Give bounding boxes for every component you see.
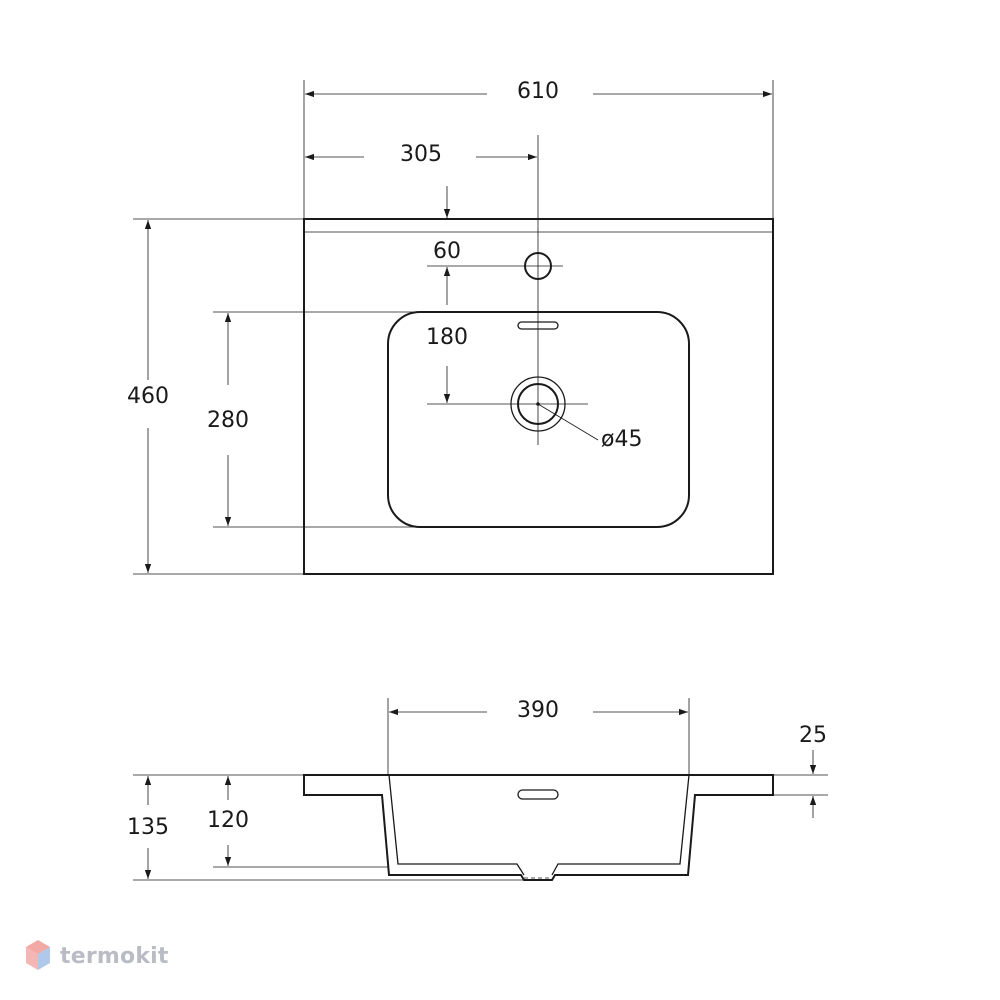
dim-bowl-length: 280	[207, 408, 249, 433]
dim-bowl-width: 390	[517, 698, 559, 723]
dim-center-offset: 305	[400, 142, 442, 167]
dim-drain-offset: 180	[426, 325, 468, 350]
dim-total-width: 610	[517, 79, 559, 104]
dim-rim-thickness: 25	[799, 723, 827, 748]
dim-depth: 460	[127, 384, 169, 409]
dim-drain-diameter: ø45	[601, 427, 642, 452]
drain-leader	[537, 403, 599, 441]
overflow-slot-side	[517, 789, 559, 800]
brand-name: termokit	[60, 943, 169, 969]
bowl-outline	[387, 311, 690, 528]
countertop-outline	[303, 218, 774, 575]
side-view: 390 25 135 120	[127, 698, 828, 881]
top-view: 610 305 60 180 460 280 ø45	[127, 79, 774, 575]
dim-total-height: 135	[127, 815, 169, 840]
dim-bowl-height: 120	[207, 808, 249, 833]
sink-profile	[303, 774, 774, 881]
brand-watermark: termokit	[24, 935, 169, 977]
bowl-inner-wall	[388, 774, 690, 876]
dim-faucet-offset: 60	[433, 239, 461, 264]
hexagon-logo-icon	[26, 940, 50, 970]
